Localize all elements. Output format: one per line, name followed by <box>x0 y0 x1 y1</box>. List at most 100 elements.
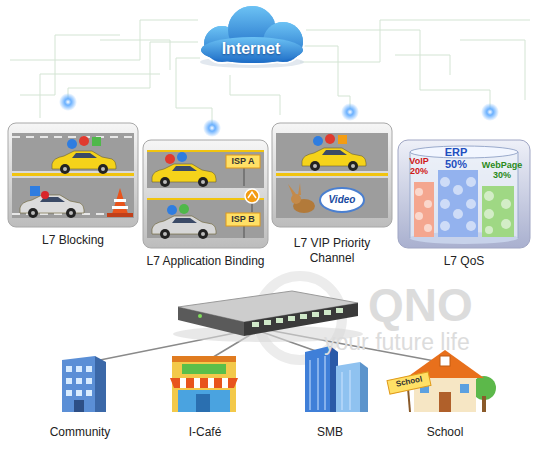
cafe-building <box>208 378 214 388</box>
binding-panel <box>147 150 264 188</box>
smb-building <box>336 362 360 412</box>
community-building <box>66 366 72 372</box>
router-device <box>178 307 244 336</box>
glow-dot <box>341 103 359 121</box>
vip-panel <box>276 133 388 171</box>
binding-panel <box>251 203 253 212</box>
vip-panel <box>320 188 364 212</box>
cafe-building <box>196 394 210 412</box>
building-node: Community <box>40 350 120 440</box>
binding-panel <box>143 140 268 248</box>
binding-panel <box>226 155 260 168</box>
blocking-panel <box>52 151 116 174</box>
binding-panel <box>152 164 216 187</box>
feature-panel: L7 Blocking <box>8 120 138 248</box>
router-device <box>324 310 331 315</box>
vip-panel <box>272 123 392 227</box>
node-caption: Community <box>50 425 111 440</box>
qos-panel <box>415 177 511 234</box>
community-building <box>66 366 92 396</box>
community-building <box>86 378 92 384</box>
binding-panel <box>248 192 256 198</box>
qos-panel <box>424 200 432 208</box>
qos-panel <box>501 219 511 229</box>
school-building <box>408 388 410 412</box>
school-building <box>482 396 486 412</box>
smb-building <box>310 356 350 410</box>
circuit-lines <box>68 42 198 100</box>
blocking-panel <box>92 137 101 146</box>
community-building <box>74 400 84 412</box>
glow-dot <box>203 119 221 137</box>
blocking-panel <box>12 173 134 176</box>
qos-panel <box>398 140 530 248</box>
cafe-building <box>180 378 228 388</box>
community-building <box>66 390 72 396</box>
community-building <box>86 366 92 372</box>
blocking-panel <box>79 136 89 146</box>
isp-sign: ISP A <box>226 156 260 166</box>
community-building <box>86 390 92 396</box>
cafe-building <box>178 390 230 412</box>
community-building <box>62 356 106 412</box>
circuit-lines <box>302 46 350 112</box>
binding-panel <box>167 205 177 215</box>
community-building <box>66 378 72 384</box>
circuit-lines <box>460 40 525 100</box>
qos-panel <box>440 221 450 231</box>
router-device <box>300 314 307 319</box>
smb-building <box>305 346 330 412</box>
cafe-building <box>170 378 238 388</box>
qos-panel <box>415 212 423 220</box>
qos-share: ERP 50% <box>436 146 476 170</box>
qos-panel <box>466 177 476 187</box>
node-caption: L7 Application Binding <box>146 254 264 269</box>
binding-panel <box>179 204 189 214</box>
node-caption: School <box>427 425 464 440</box>
circuit-lines <box>230 75 280 115</box>
qos-panel <box>501 199 511 209</box>
smb-building <box>342 372 343 410</box>
vip-panel <box>276 173 388 176</box>
blocking-panel <box>8 123 138 227</box>
smb-building <box>350 370 351 410</box>
community-building <box>76 390 82 396</box>
blocking-panel <box>8 123 138 227</box>
circuit-lines <box>176 58 212 128</box>
qos-share: VoIP 20% <box>404 156 434 176</box>
vip-panel <box>313 136 323 146</box>
smb-building <box>325 356 326 410</box>
vip-panel <box>272 123 392 227</box>
router-device <box>276 318 283 323</box>
cafe-building <box>194 378 200 388</box>
binding-panel <box>243 226 245 238</box>
router-device <box>264 320 271 325</box>
building-node: SMB <box>285 345 375 440</box>
qos-panel <box>438 170 478 237</box>
qos-panel <box>484 191 494 201</box>
school-building <box>440 356 450 366</box>
qos-panel <box>398 140 530 248</box>
glow-dot <box>59 93 77 111</box>
vip-panel <box>288 183 301 196</box>
internet-cloud <box>201 6 303 63</box>
circuit-lines <box>20 35 120 95</box>
node-caption: SMB <box>317 425 343 440</box>
cafe-building <box>182 364 226 374</box>
blocking-panel <box>12 136 134 138</box>
internet-cloud <box>200 5 304 64</box>
vip-panel <box>291 194 301 204</box>
blocking-panel <box>107 213 133 217</box>
binding-panel <box>243 168 245 186</box>
circuit-lines <box>100 40 170 70</box>
node-caption: L7 Blocking <box>42 233 104 248</box>
binding-panel <box>152 216 216 239</box>
vip-panel <box>338 135 347 144</box>
cafe-building <box>172 356 236 362</box>
blocking-panel <box>30 186 40 196</box>
node-caption: I-Café <box>189 425 222 440</box>
binding-panel <box>226 213 260 226</box>
qos-panel <box>466 199 476 209</box>
